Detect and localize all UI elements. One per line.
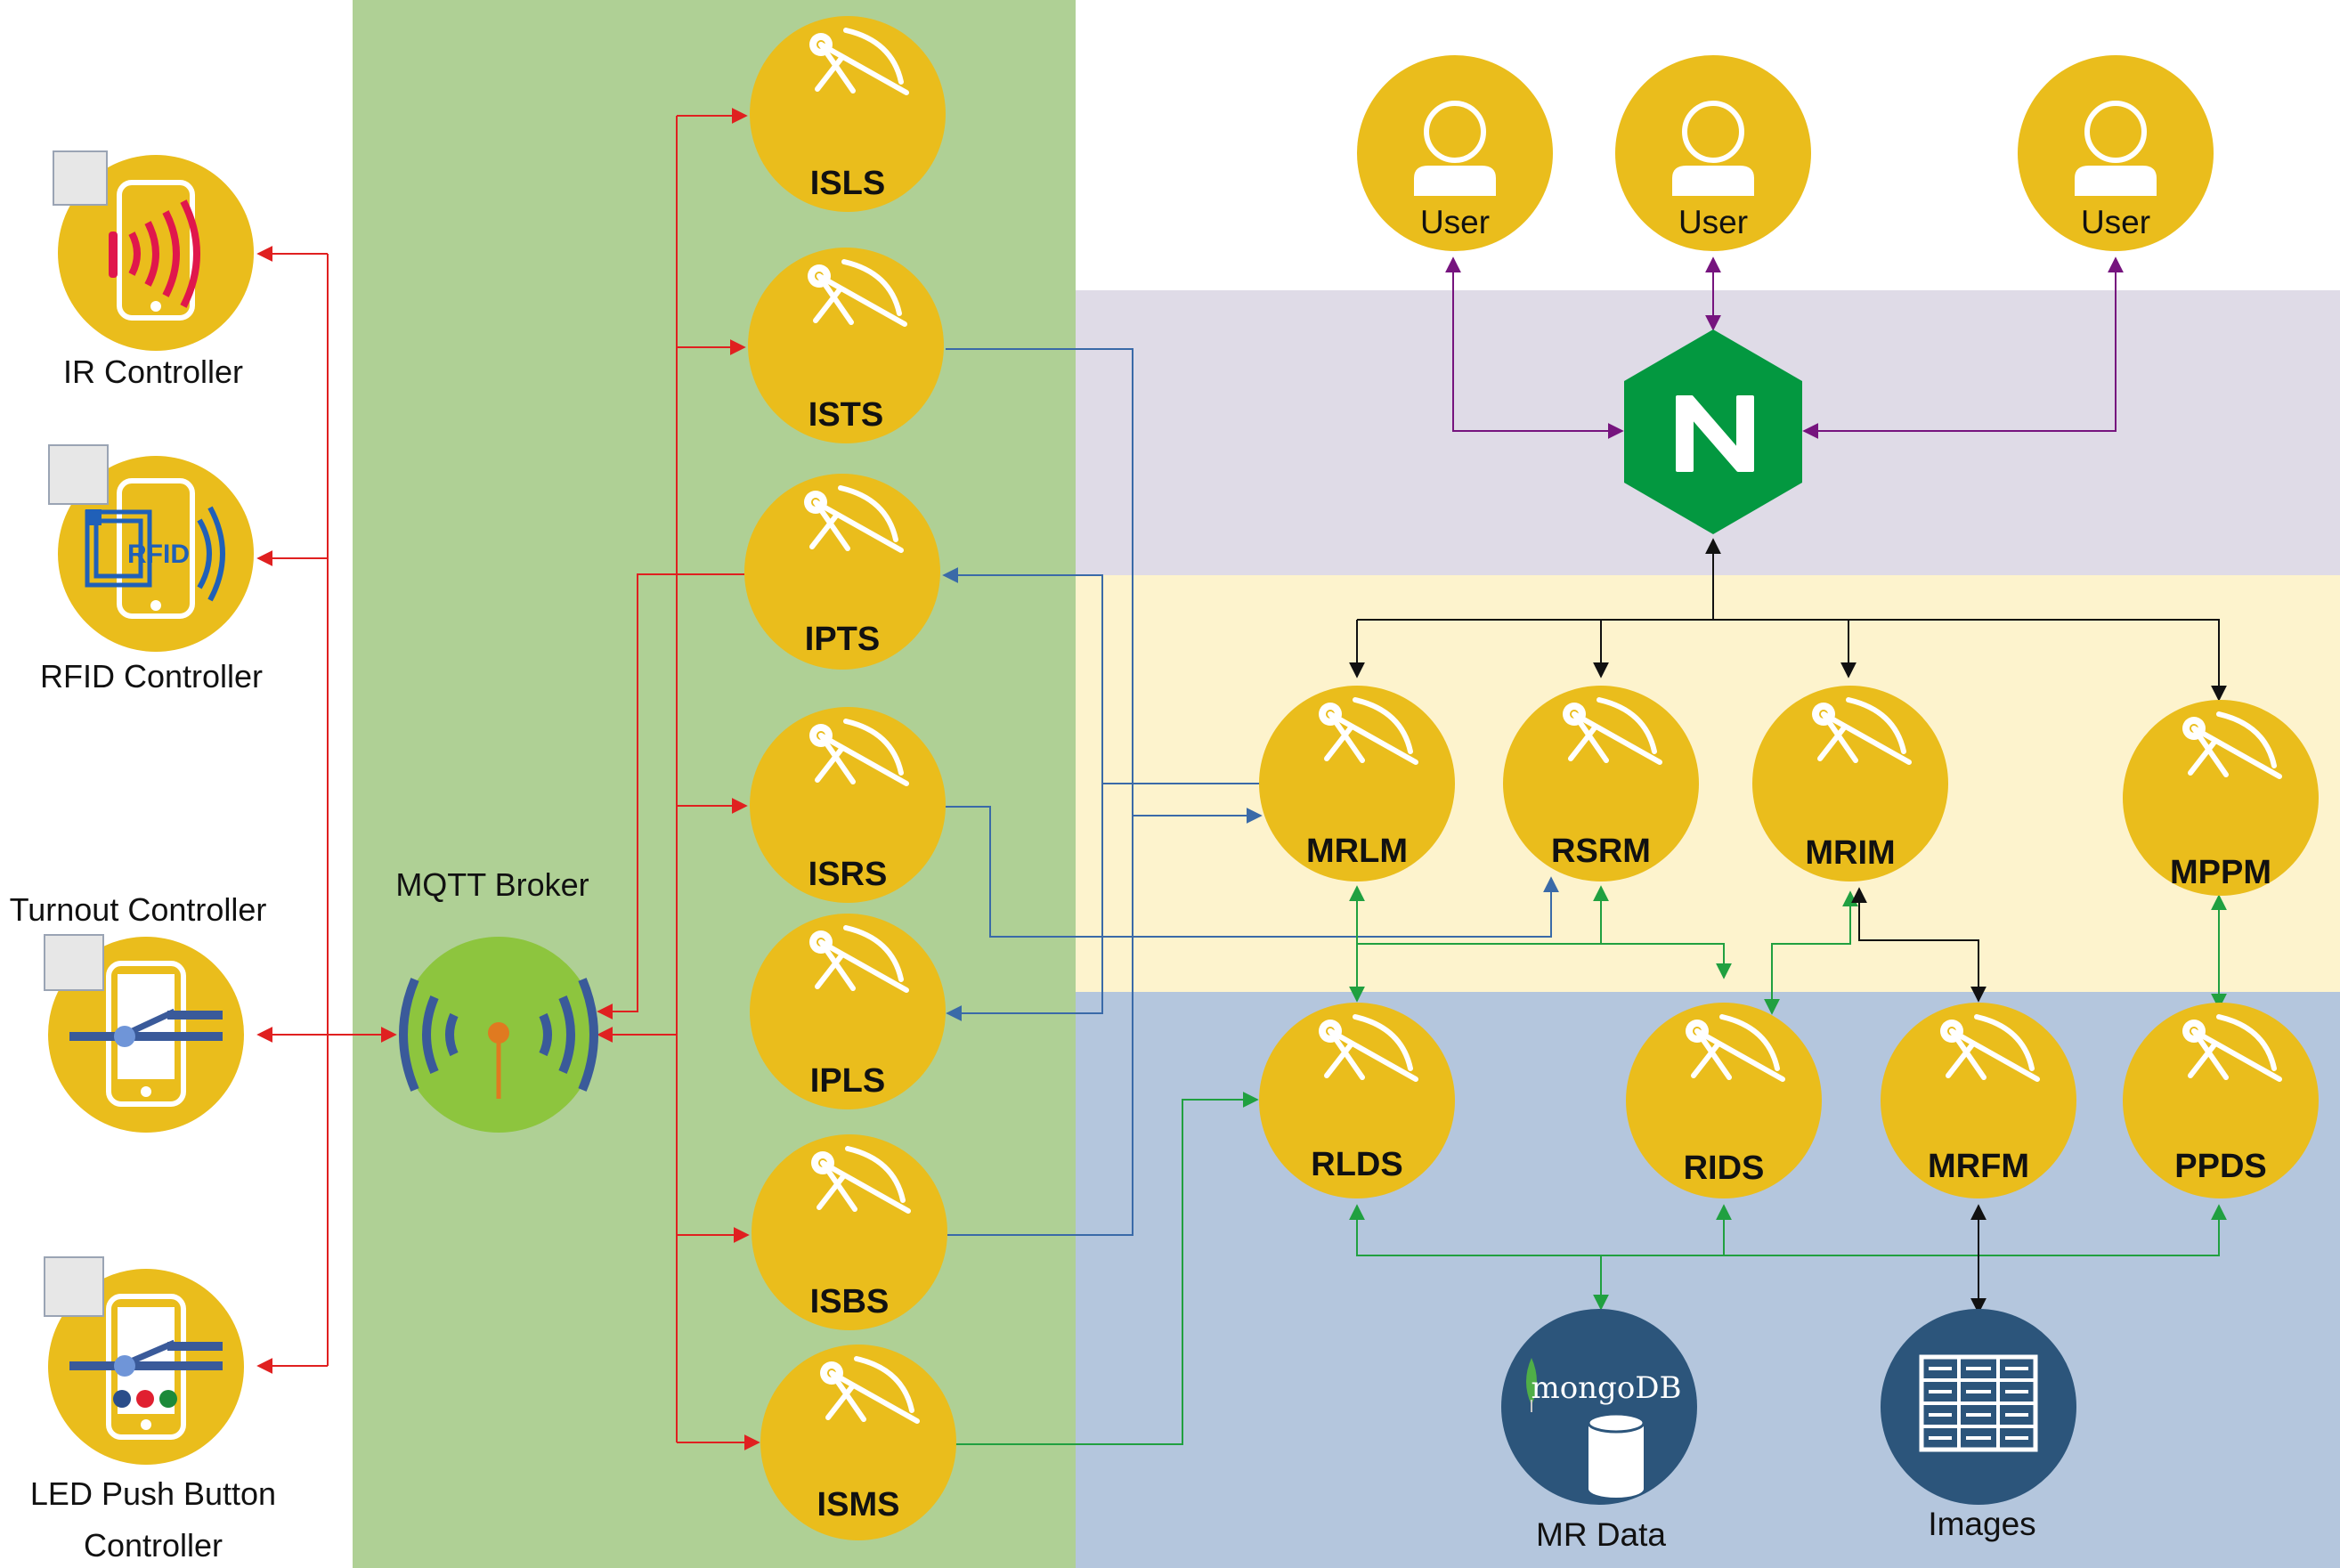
service-mrim[interactable]: MRIM [1752,686,1948,881]
user-label: User [1420,204,1490,240]
device-led-push-button-controller[interactable]: LED Push Button Controller [30,1256,276,1564]
isms-label: ISMS [817,1486,900,1523]
rfid-phone-icon: RFID [85,478,225,619]
service-ppds[interactable]: PPDS [2123,1003,2319,1198]
rids-label: RIDS [1684,1150,1765,1187]
ir-phone-icon [109,180,200,321]
led-controller-label-line1: LED Push Button [30,1475,276,1512]
service-isbs[interactable]: ISBS [752,1134,947,1330]
mppm-label: MPPM [2170,854,2271,891]
isrs-label: ISRS [808,856,888,893]
turnout-controller-label: Turnout Controller [10,891,267,928]
mrlm-label: MRLM [1306,833,1408,870]
led-controller-label-line2: Controller [84,1527,223,1564]
turnout-phone-icon [69,961,223,1107]
mongodb-store[interactable]: mongoDB MR Data [1501,1309,1697,1553]
ipts-label: IPTS [805,621,880,658]
device-rfid-controller[interactable]: RFID RFID Controller [40,444,263,695]
connectors [256,108,2227,1450]
expand-icon[interactable] [48,444,109,505]
mongodb-leaf-icon [1526,1358,1537,1412]
table-grid-icon [1919,1354,2038,1452]
service-mppm[interactable]: MPPM [2123,700,2319,896]
rlds-label: RLDS [1311,1146,1402,1183]
device-turnout-controller[interactable]: Turnout Controller [10,891,267,1133]
images-label: Images [1928,1506,2035,1542]
service-ipts[interactable]: IPTS [744,474,940,670]
service-rids[interactable]: RIDS [1626,1003,1822,1198]
expand-icon[interactable] [53,150,108,206]
mqtt-broadcast-icon [399,978,598,1099]
user-1[interactable]: User [1357,55,1553,251]
expand-icon[interactable] [44,1256,104,1317]
service-ists[interactable]: ISTS [748,248,944,443]
user-label: User [1678,204,1748,240]
led-button-phone-icon [69,1294,223,1440]
user-label: User [2081,204,2150,240]
images-store[interactable]: Images [1881,1309,2076,1542]
service-mrlm[interactable]: MRLM [1259,686,1455,881]
mqtt-broker-label: MQTT Broker [395,866,589,903]
ipls-label: IPLS [810,1062,885,1100]
service-isms[interactable]: ISMS [760,1345,956,1540]
service-rsrm[interactable]: RSRM [1503,686,1699,881]
user-2[interactable]: User [1615,55,1811,251]
service-isrs[interactable]: ISRS [750,707,946,903]
isls-label: ISLS [810,165,885,202]
user-3[interactable]: User [2018,55,2214,251]
service-isls[interactable]: ISLS [750,16,946,212]
mrim-label: MRIM [1805,834,1895,872]
ir-controller-label: IR Controller [63,353,243,390]
mrfm-label: MRFM [1928,1148,2029,1185]
service-ipls[interactable]: IPLS [750,914,946,1109]
mr-data-label: MR Data [1536,1516,1666,1553]
ists-label: ISTS [808,396,883,434]
service-mrfm[interactable]: MRFM [1881,1003,2076,1198]
expand-icon[interactable] [44,934,104,991]
nginx-gateway[interactable]: N [0,0,1802,534]
rfid-controller-label: RFID Controller [40,658,263,695]
mqtt-broker[interactable]: MQTT Broker [395,866,598,1133]
isbs-label: ISBS [810,1283,890,1320]
database-icon [1587,1412,1645,1498]
ppds-label: PPDS [2174,1148,2266,1185]
rsrm-label: RSRM [1551,833,1651,870]
service-rlds[interactable]: RLDS [1259,1003,1455,1198]
iot-services-zone [353,0,1076,1568]
svg-text:RFID: RFID [127,540,190,569]
device-ir-controller[interactable]: IR Controller [53,150,254,390]
mongodb-logo-text: mongoDB [1531,1370,1681,1406]
